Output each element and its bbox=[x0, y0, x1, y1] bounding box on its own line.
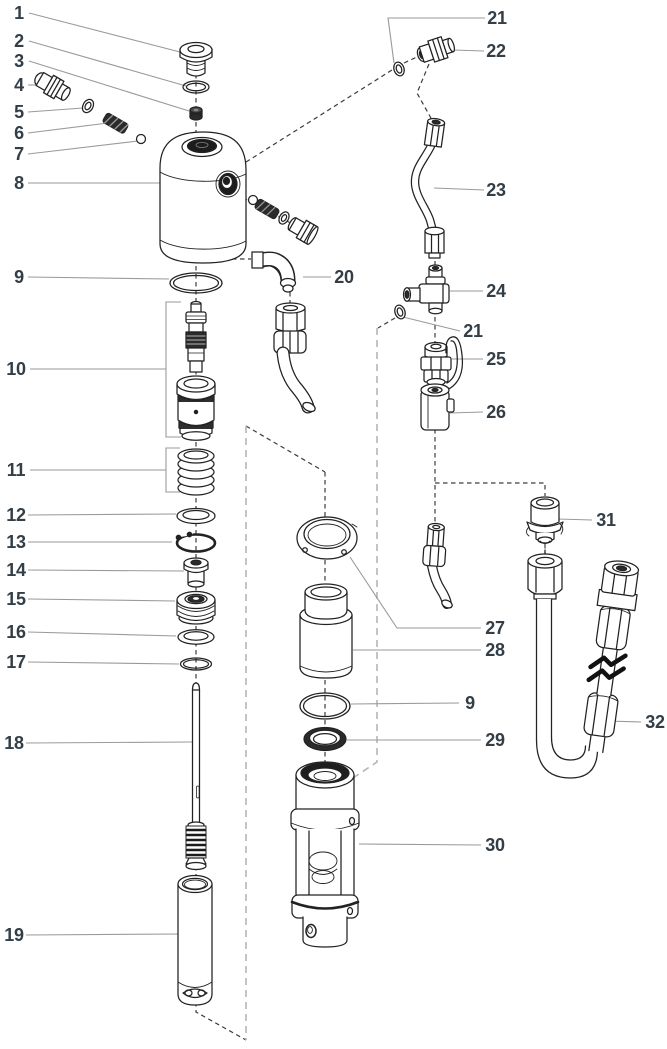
part-22-fitting bbox=[416, 36, 456, 63]
axis-inlet-to-tube bbox=[416, 63, 433, 121]
callout-5: 5 bbox=[14, 102, 24, 122]
part-return-hose-end bbox=[273, 302, 316, 414]
callout-18: 18 bbox=[4, 733, 24, 753]
callout-4: 4 bbox=[14, 75, 24, 95]
callout-22: 22 bbox=[486, 41, 506, 61]
part-27-retaining-ring bbox=[296, 516, 358, 560]
part-8-pump-body bbox=[159, 131, 247, 264]
callout-26: 26 bbox=[486, 402, 506, 422]
assembly-axes-gray bbox=[245, 328, 378, 1040]
callout-2: 2 bbox=[14, 31, 24, 51]
axis-oring-to-gray bbox=[377, 317, 396, 329]
callout-16: 16 bbox=[6, 622, 26, 642]
callout-21-mid: 21 bbox=[463, 321, 483, 341]
parts bbox=[34, 36, 640, 1006]
callout-32: 32 bbox=[645, 712, 665, 732]
part-21-oring-top bbox=[393, 61, 405, 77]
hose-break-marks bbox=[588, 653, 628, 670]
part-6-spring bbox=[102, 112, 129, 134]
callout-21-top: 21 bbox=[487, 8, 507, 28]
callout-9-filter: 9 bbox=[465, 693, 475, 713]
part-1-outlet-cap bbox=[179, 41, 213, 77]
part-3-nut bbox=[189, 106, 203, 121]
part-31-fitting bbox=[526, 496, 564, 544]
axis-gray-right bbox=[352, 328, 378, 779]
callout-7: 7 bbox=[14, 144, 24, 164]
callout-23: 23 bbox=[486, 180, 506, 200]
callout-15: 15 bbox=[6, 589, 26, 609]
part-29-seal bbox=[303, 726, 347, 752]
callout-8: 8 bbox=[14, 173, 24, 193]
callout-27: 27 bbox=[485, 618, 505, 638]
callout-24: 24 bbox=[486, 281, 506, 301]
callout-14: 14 bbox=[6, 560, 26, 580]
callout-31: 31 bbox=[596, 510, 616, 530]
callout-13: 13 bbox=[6, 532, 26, 552]
callout-28: 28 bbox=[485, 640, 505, 660]
part-9-oring-left bbox=[169, 272, 223, 294]
part-10-valve-assembly bbox=[176, 300, 216, 441]
part-12-washer bbox=[176, 507, 216, 525]
part-26-drain-valve bbox=[420, 336, 464, 431]
assembly-axes bbox=[195, 55, 546, 1041]
callout-10: 10 bbox=[6, 359, 26, 379]
axis-left-centerline bbox=[195, 58, 247, 1041]
callout-3: 3 bbox=[14, 51, 24, 71]
axis-branch-to-31 bbox=[435, 482, 546, 553]
part-30-filter-bowl bbox=[290, 761, 360, 948]
part-2-oring bbox=[182, 80, 210, 94]
part-23-return-tube bbox=[410, 117, 446, 259]
callout-19: 19 bbox=[4, 925, 24, 945]
axis-top-diagonal bbox=[245, 55, 420, 163]
part-7-ball bbox=[135, 133, 147, 145]
part-5-washer bbox=[81, 98, 95, 114]
part-18-piston-rod bbox=[185, 682, 207, 871]
part-11-packing-stack bbox=[177, 448, 215, 496]
part-15-gland bbox=[176, 590, 216, 625]
callout-17: 17 bbox=[6, 652, 26, 672]
part-24-tee-fitting bbox=[402, 264, 450, 315]
part-drain-hose bbox=[422, 522, 453, 609]
callout-1: 1 bbox=[14, 3, 24, 23]
part-21-oring-mid bbox=[394, 304, 406, 320]
part-4-fitting bbox=[34, 71, 71, 101]
callout-25: 25 bbox=[486, 349, 506, 369]
leader-lines bbox=[25, 12, 642, 936]
part-16-washer bbox=[177, 629, 215, 645]
part-17-oring bbox=[179, 657, 213, 671]
part-9-oring-filter bbox=[299, 692, 351, 720]
callout-12: 12 bbox=[6, 505, 26, 525]
part-19-cylinder bbox=[177, 874, 213, 1006]
callout-29: 29 bbox=[485, 730, 505, 750]
part-20-elbow bbox=[251, 251, 297, 293]
callout-30: 30 bbox=[485, 835, 505, 855]
part-side-ball-spring-plug bbox=[247, 194, 319, 245]
part-32-hose bbox=[527, 549, 640, 779]
part-25-valve-stem bbox=[420, 341, 452, 387]
callout-20: 20 bbox=[334, 267, 354, 287]
part-28-filter-element bbox=[299, 583, 353, 679]
part-13-snap-ring bbox=[173, 529, 217, 553]
part-14-bushing bbox=[183, 557, 209, 588]
axis-filter-link bbox=[245, 425, 326, 473]
callout-11: 11 bbox=[6, 460, 26, 480]
callout-6: 6 bbox=[14, 123, 24, 143]
callout-9-left: 9 bbox=[14, 267, 24, 287]
